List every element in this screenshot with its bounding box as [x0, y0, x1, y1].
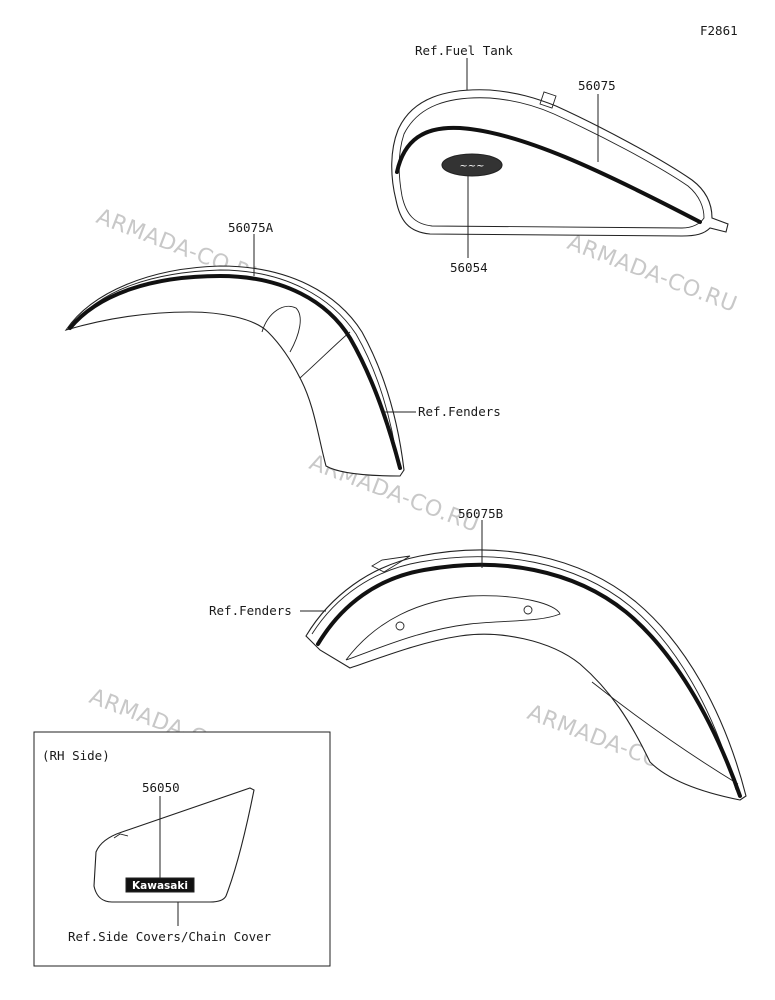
fuel-tank-emblem — [441, 153, 503, 177]
front-fender: 56075A Ref.Fenders — [64, 220, 501, 477]
rear-fender-bolt-2 — [523, 605, 533, 615]
rear-fender: 56075B Ref.Fenders — [209, 506, 747, 801]
side-cover-tab — [113, 833, 129, 839]
label-front-fender-ref: Ref.Fenders — [418, 404, 501, 419]
fuel-cap — [539, 91, 557, 109]
inset-title: (RH Side) — [42, 748, 110, 763]
front-fender-outline — [64, 265, 405, 477]
fuel-tank-inner-edge — [398, 97, 705, 229]
side-cover-outline — [93, 787, 255, 903]
rear-fender-bolt-1 — [395, 621, 405, 631]
label-56075A: 56075A — [228, 220, 274, 235]
fuel-tank: ~~~ Ref.Fuel Tank 56075 56054 — [391, 43, 729, 275]
rear-fender-outline — [305, 549, 747, 801]
label-56050: 56050 — [142, 780, 180, 795]
label-rear-fender-ref: Ref.Fenders — [209, 603, 292, 618]
rear-fender-front-cutout — [371, 555, 411, 573]
label-56054: 56054 — [450, 260, 488, 275]
fuel-tank-outline — [391, 89, 729, 237]
figure-code: F2861 — [700, 23, 738, 38]
emblem-script-icon: ~~~ — [459, 161, 484, 172]
front-fender-stripe — [68, 273, 402, 470]
rear-fender-inner-panel — [345, 595, 561, 661]
kawasaki-badge-text: Kawasaki — [132, 880, 188, 892]
label-56075B: 56075B — [458, 506, 503, 521]
front-fender-top-edge — [71, 269, 399, 467]
rh-side-inset: (RH Side) Kawasaki 56050 Ref.Side Covers… — [33, 731, 331, 967]
watermark-2: ARMADA-CO.RU — [564, 230, 741, 318]
front-fender-bracket — [261, 305, 301, 353]
label-fuel-tank-ref: Ref.Fuel Tank — [415, 43, 513, 58]
rear-fender-top-edge — [311, 556, 737, 791]
rear-fender-inner-lip — [591, 681, 739, 785]
fuel-tank-stripe — [395, 125, 702, 224]
label-56075: 56075 — [578, 78, 616, 93]
label-side-cover-ref: Ref.Side Covers/Chain Cover — [68, 929, 272, 944]
rear-fender-stripe — [316, 562, 742, 798]
